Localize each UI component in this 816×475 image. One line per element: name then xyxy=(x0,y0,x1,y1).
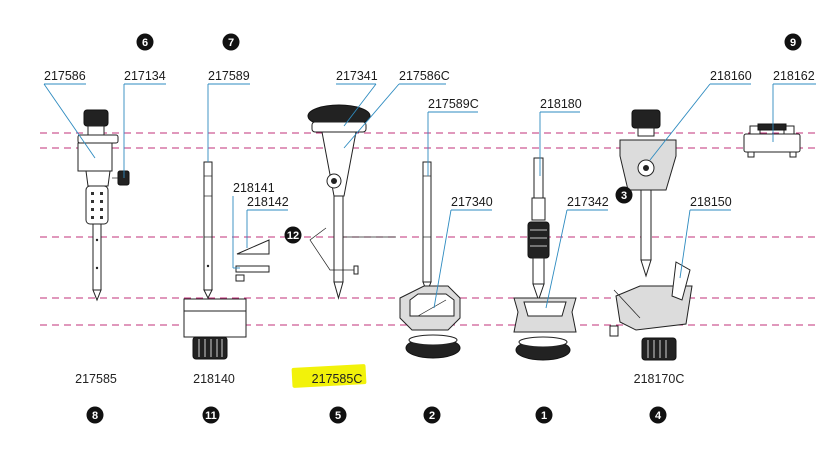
assembly-label-217585: 217585 xyxy=(75,372,117,386)
svg-text:2: 2 xyxy=(429,410,435,422)
part-label: 218141 xyxy=(233,181,275,195)
top-number-9: 9 xyxy=(784,33,802,51)
svg-text:1: 1 xyxy=(541,410,547,422)
bottom-number-4: 4 xyxy=(649,406,667,424)
top-number-7: 7 xyxy=(222,33,240,51)
svg-text:12: 12 xyxy=(287,230,299,242)
assembly-label-218170C: 218170C xyxy=(634,372,685,386)
svg-text:11: 11 xyxy=(205,410,217,422)
bottom-number-2: 2 xyxy=(423,406,441,424)
bottom-number-5: 5 xyxy=(329,406,347,424)
part-label: 218150 xyxy=(690,195,732,209)
assembly-1-drawing xyxy=(513,157,577,361)
highlight-marker xyxy=(291,364,367,388)
assembly-5-drawing xyxy=(307,104,396,300)
svg-text:9: 9 xyxy=(790,37,796,49)
svg-text:8: 8 xyxy=(92,410,98,422)
inline-number-3: 3 xyxy=(615,186,633,204)
part-label: 218180 xyxy=(540,97,582,111)
assembly-4-drawing xyxy=(609,109,693,361)
svg-text:7: 7 xyxy=(228,37,234,49)
part-label: 217589C xyxy=(428,97,479,111)
bottom-number-8: 8 xyxy=(86,406,104,424)
part-label: 217589 xyxy=(208,69,250,83)
svg-text:5: 5 xyxy=(335,410,341,422)
svg-text:4: 4 xyxy=(655,410,662,422)
inline-number-12: 12 xyxy=(284,226,302,244)
assembly-label-218140: 218140 xyxy=(193,372,235,386)
part-label: 218162 xyxy=(773,69,815,83)
assembly-9-drawing xyxy=(743,123,801,158)
svg-text:3: 3 xyxy=(621,190,627,202)
bottom-number-1: 1 xyxy=(535,406,553,424)
part-label: 217340 xyxy=(451,195,493,209)
part-label: 217341 xyxy=(336,69,378,83)
part-label: 217586C xyxy=(399,69,450,83)
bottom-number-11: 11 xyxy=(202,406,220,424)
part-label: 217586 xyxy=(44,69,86,83)
assembly-8-drawing xyxy=(77,109,130,302)
part-label: 218160 xyxy=(710,69,752,83)
assembly-11-drawing xyxy=(183,161,270,360)
top-number-6: 6 xyxy=(136,33,154,51)
svg-text:6: 6 xyxy=(142,37,148,49)
part-label: 218142 xyxy=(247,195,289,209)
part-label: 217342 xyxy=(567,195,609,209)
assembly-2-drawing xyxy=(399,161,461,359)
part-label: 217134 xyxy=(124,69,166,83)
assembly-label-217585C: 217585C xyxy=(312,372,363,386)
